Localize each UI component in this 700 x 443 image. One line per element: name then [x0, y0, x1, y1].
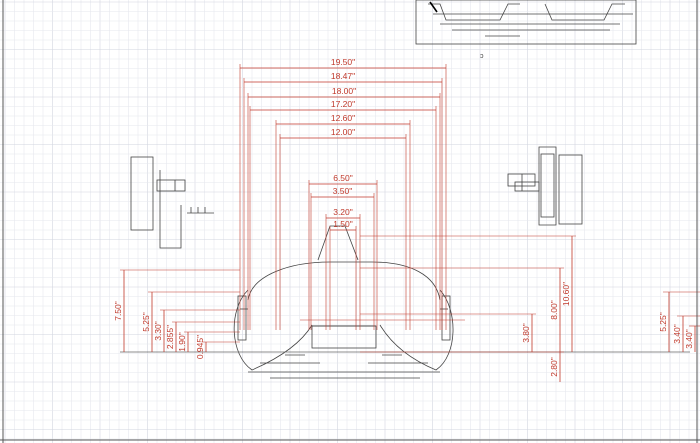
vertical-dimension-left: 1.90" — [177, 331, 240, 352]
horizontal-dimension: 12.00" — [279, 127, 407, 330]
vertical-dimension-left: 3.30" — [153, 309, 240, 352]
vertical-dimension-left: 0.945" — [195, 335, 240, 359]
svg-text:ɔ: ɔ — [480, 53, 484, 60]
dimension-label: 3.40" — [684, 329, 694, 349]
dimension-label: 3.30" — [153, 321, 163, 341]
horizontal-dimension: 18.47" — [243, 71, 443, 330]
dimension-label: 10.60" — [561, 282, 571, 306]
vertical-dimension-right: 2.80" — [360, 351, 564, 382]
dimension-label: 2.855" — [165, 325, 175, 349]
horizontal-dimension: 17.20" — [249, 99, 437, 330]
dimension-label: 3.40" — [672, 324, 682, 344]
vertical-dimension-left: 5.25" — [141, 291, 240, 352]
dimension-label: 7.50" — [113, 301, 123, 321]
dimension-label: 1.90" — [177, 332, 187, 352]
dimension-label: 12.60" — [331, 113, 355, 123]
dimension-label: 0.945" — [195, 335, 205, 359]
vertical-dimension-right: 3.80" — [360, 313, 536, 352]
horizontal-dimension: 3.50" — [310, 186, 375, 330]
horizontal-dimension: 1.50" — [329, 219, 357, 330]
dimension-label: 19.50" — [331, 57, 355, 67]
dimension-label: 5.25" — [141, 312, 151, 332]
dimension-layer: 19.50" 18.47" 18.00" 17.20" 12.60" 12.00" 6.50… — [113, 57, 700, 382]
vertical-dimension-left: 2.855" — [165, 321, 240, 352]
dimension-label: 2.80" — [549, 357, 559, 377]
dimension-label: 3.80" — [521, 323, 531, 343]
dimension-label: 18.00" — [332, 86, 356, 96]
dimension-label: 12.00" — [331, 127, 355, 137]
vertical-dimension-right: 8.00" — [360, 267, 564, 352]
horizontal-dimension: 6.50" — [308, 173, 378, 330]
left-detail-view — [130, 156, 214, 249]
dimension-label: 3.50" — [333, 186, 353, 196]
horizontal-dimension: 3.20" — [325, 207, 361, 330]
horizontal-dimension: 19.50" — [239, 57, 447, 330]
vertical-dimension-far-right: 3.40" — [672, 315, 700, 352]
vertical-dimension-right: 10.60" — [360, 235, 576, 352]
vertical-dimension-far-right: 5.25" — [658, 291, 700, 352]
dimension-label: 18.47" — [331, 71, 355, 81]
dimension-label: 6.50" — [333, 173, 353, 183]
dimension-label: 3.20" — [333, 207, 353, 217]
dimension-label: 8.00" — [549, 300, 559, 320]
vertical-dimension-left: 7.50" — [113, 269, 240, 352]
dimension-label: 17.20" — [331, 99, 355, 109]
dimension-label: 5.25" — [658, 312, 668, 332]
vertical-dimension-far-right: 3.40" — [684, 325, 700, 352]
top-partial-view: ɔ — [415, 0, 637, 60]
right-detail-view — [507, 146, 583, 226]
horizontal-dimension: 18.00" — [247, 86, 441, 330]
horizontal-dimension: 12.60" — [275, 113, 411, 330]
dimension-label: 1.50" — [333, 219, 353, 229]
